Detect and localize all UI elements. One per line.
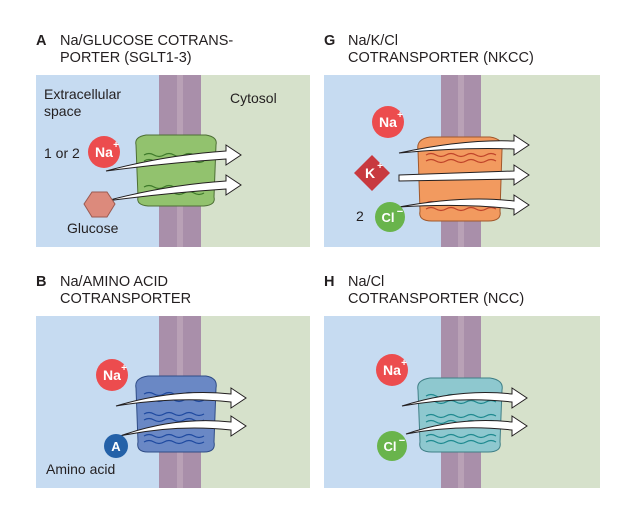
- panel-g-title: G Na/K/Cl COTRANSPORTER (NKCC): [324, 33, 534, 67]
- panel-a-diagram: Na +: [36, 75, 310, 247]
- arrow-upper: [401, 387, 528, 409]
- panel-g-diagram: Na + K + Cl −: [324, 75, 600, 247]
- arrow-lower: [119, 415, 247, 437]
- glucose-label: Glucose: [67, 220, 119, 236]
- amino-acid-label: Amino acid: [46, 461, 116, 477]
- cl-ion: [377, 431, 407, 461]
- na-stoichiometry: 1 or 2: [44, 145, 80, 161]
- cl-ion-charge: −: [399, 435, 405, 447]
- k-ion-label: K: [365, 165, 375, 181]
- glucose-hexagon: [83, 191, 116, 218]
- ncc-transporter: [417, 377, 503, 453]
- cl-ion-label: Cl: [384, 439, 397, 454]
- na-ion-charge: +: [397, 110, 403, 121]
- arrow-lower: [405, 415, 528, 437]
- extracellular-label-line2: space: [44, 103, 82, 119]
- na-ion: [88, 136, 120, 168]
- na-ion-label: Na: [103, 367, 121, 383]
- panel-letter: G: [324, 33, 336, 49]
- panel-a-title: A Na/GLUCOSE COTRANS- PORTER (SGLT1-3): [36, 33, 233, 67]
- na-ion: [96, 359, 128, 391]
- panel-letter: A: [36, 33, 47, 49]
- panel-title-line1: Na/GLUCOSE COTRANS-: [60, 33, 234, 49]
- panel-title-line2: COTRANSPORTER: [60, 291, 192, 307]
- cl-ion-label: Cl: [382, 210, 395, 225]
- panel-title-line2: COTRANSPORTER (NKCC): [348, 50, 534, 66]
- arrow-upper: [115, 387, 247, 409]
- na-ion-charge: +: [401, 358, 407, 369]
- na-ion-label: Na: [379, 114, 397, 130]
- panel-letter: H: [324, 274, 335, 290]
- panel-title-line1: Na/AMINO ACID: [60, 274, 168, 290]
- cl-ion: [375, 202, 405, 232]
- arrow-upper: [398, 134, 530, 156]
- panel-letter: B: [36, 274, 47, 290]
- cytosol-label: Cytosol: [230, 90, 277, 106]
- na-ion-label: Na: [383, 362, 401, 378]
- na-ion-label: Na: [95, 144, 113, 160]
- arrow-lower: [105, 174, 242, 202]
- panel-title-line1: Na/K/Cl: [348, 33, 398, 49]
- panel-h-diagram: Na + Cl −: [324, 316, 600, 488]
- cl-stoichiometry: 2: [356, 208, 364, 224]
- k-ion: [354, 155, 390, 191]
- na-ion-charge: +: [113, 140, 119, 151]
- panel-title-line2: PORTER (SGLT1-3): [60, 50, 192, 66]
- extracellular-label: Extracellular space: [44, 86, 121, 120]
- amino-acid-transporter: [135, 375, 217, 453]
- arrow-upper: [105, 144, 242, 172]
- k-ion-charge: +: [377, 161, 383, 172]
- panel-title-line2: COTRANSPORTER (NCC): [348, 291, 525, 307]
- arrow-lower: [398, 194, 530, 216]
- na-ion: [372, 106, 404, 138]
- na-ion: [376, 354, 408, 386]
- panel-b-diagram: Na + A: [36, 316, 310, 488]
- amino-acid-ion: [104, 434, 128, 458]
- panel-b-title: B Na/AMINO ACID COTRANSPORTER: [36, 274, 191, 308]
- panel-title-line1: Na/Cl: [348, 274, 385, 290]
- arrow-middle: [398, 164, 530, 186]
- cl-ion-charge: −: [397, 206, 403, 218]
- extracellular-label-line1: Extracellular: [44, 86, 122, 102]
- na-ion-charge: +: [121, 363, 127, 374]
- panel-h-title: H Na/Cl COTRANSPORTER (NCC): [324, 274, 524, 308]
- amino-acid-symbol: A: [111, 439, 121, 454]
